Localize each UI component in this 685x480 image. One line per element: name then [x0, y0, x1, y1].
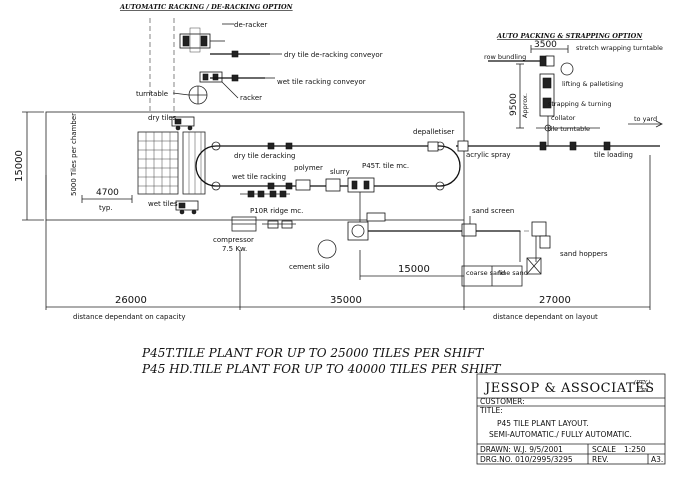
dry-derack-conveyor-label: dry tile de-racking conveyor: [284, 51, 383, 59]
horizontal-dimensions: [45, 155, 651, 310]
wet-racking-label: wet tile racking: [232, 173, 286, 181]
cement-silo: [317, 239, 337, 259]
depalletiser-label: depalletiser: [413, 128, 454, 136]
cement-silo-label: cement silo: [289, 263, 330, 271]
typ-dimension: 4700: [96, 188, 119, 198]
racker-machine: [199, 71, 223, 83]
scale-value: 1:250: [624, 445, 646, 454]
drawn-info: DRAWN: W.J. 9/5/2001: [480, 445, 563, 454]
company-suffix-bottom: LTD.: [636, 388, 650, 394]
slurry-station: [325, 178, 341, 192]
dry-tiles-label: dry tiles: [148, 114, 177, 122]
packing-option-header: AUTO PACKING & STRAPPING OPTION: [496, 32, 643, 40]
distance-layout-note: distance dependant on layout: [493, 313, 598, 321]
tile-machine-label: P45T. tile mc.: [362, 162, 409, 170]
dim-35000: 35000: [330, 295, 362, 306]
typ-label: typ.: [99, 204, 113, 212]
company-suffix-top: (PTY.): [634, 379, 650, 386]
drawing-title-line-2: SEMI-AUTOMATIC./ FULLY AUTOMATIC.: [489, 430, 632, 439]
dim-15000: 15000: [398, 264, 430, 275]
sand-screen-label: sand screen: [472, 207, 514, 215]
wet-rack-conveyor-label: wet tile racking conveyor: [277, 78, 366, 86]
drawing-number: DRG.NO. 010/2995/3295: [480, 455, 573, 464]
packing-width-dim: 3500: [534, 40, 557, 50]
polymer-station: [295, 179, 311, 191]
company-name: JESSOP & ASSOCIATES: [483, 381, 654, 396]
packing-height-dim: 9500: [509, 93, 519, 116]
racking-option-header: AUTOMATIC RACKING / DE-RACKING OPTION: [119, 3, 294, 11]
fine-sand-label: fine sand: [498, 269, 528, 277]
height-dimension: [22, 111, 44, 221]
turntable-label: turntable: [136, 90, 168, 98]
dry-deracking-label: dry tile deracking: [234, 152, 296, 160]
tile-loading-label: tile loading: [594, 151, 633, 159]
caption-line-1: P45T.TILE PLANT FOR UP TO 25000 TILES PE…: [141, 346, 484, 360]
depalletiser-unit: [427, 141, 439, 152]
racker-label: racker: [240, 94, 262, 102]
coarse-sand-label: coarse sand: [466, 269, 505, 277]
customer-label: CUSTOMER:: [480, 397, 525, 406]
de-racker-label: de-racker: [234, 21, 267, 29]
acrylic-spray-label: acrylic spray: [466, 151, 511, 159]
production-line: [195, 141, 461, 193]
tile-turntable-label: tile turntable: [548, 125, 590, 133]
mixer-and-sand-conveyors: [347, 192, 551, 262]
collator-label: collator: [551, 114, 576, 122]
strapping-turning-label: strapping & turning: [548, 100, 612, 108]
curing-chambers: [137, 131, 206, 195]
polymer-label: polymer: [294, 164, 323, 172]
scale-label: SCALE: [592, 445, 616, 454]
packing-option: [488, 45, 663, 146]
compressor-label: compressor: [213, 236, 254, 244]
distance-capacity-note: distance dependant on capacity: [73, 313, 185, 321]
compressor-kw-label: 7.5 Kw.: [222, 245, 247, 253]
drawing-title-line-1: P45 TILE PLANT LAYOUT.: [497, 419, 589, 428]
row-bundling-label: row bundling: [484, 53, 526, 61]
ridge-machine-label: P10R ridge mc.: [250, 207, 303, 215]
wet-tiles-label: wet tiles: [148, 200, 178, 208]
sheet-size: A3.: [651, 455, 663, 464]
lifting-palletising-label: lifting & palletising: [562, 80, 623, 88]
wet-tiles-forklift: [175, 200, 199, 215]
title-block: [476, 373, 666, 465]
tiles-per-chamber-label: 5000 Tiles per chamber: [70, 113, 78, 196]
caption-line-2: P45 HD.TILE PLANT FOR UP TO 40000 TILES …: [141, 362, 502, 376]
sand-hoppers-label: sand hoppers: [560, 250, 608, 258]
slurry-label: slurry: [330, 168, 350, 176]
revision-label: REV.: [592, 455, 609, 464]
racking-option: de-racker dry tile de-racking conveyor w…: [136, 18, 383, 112]
outbound-conveyor: [456, 140, 660, 152]
to-yard-label: to yard: [634, 115, 657, 123]
title-label: TITLE:: [479, 406, 503, 415]
dim-26000: 26000: [115, 295, 147, 306]
ridge-machine: [240, 190, 296, 229]
main-building-outline: [45, 111, 465, 221]
dim-27000: 27000: [539, 295, 571, 306]
approx-label: Approx.: [521, 93, 529, 118]
stretch-wrapping-label: stretch wrapping turntable: [576, 44, 663, 52]
height-dimension-value: 15000: [14, 150, 25, 182]
dry-tiles-forklift: [171, 116, 195, 131]
